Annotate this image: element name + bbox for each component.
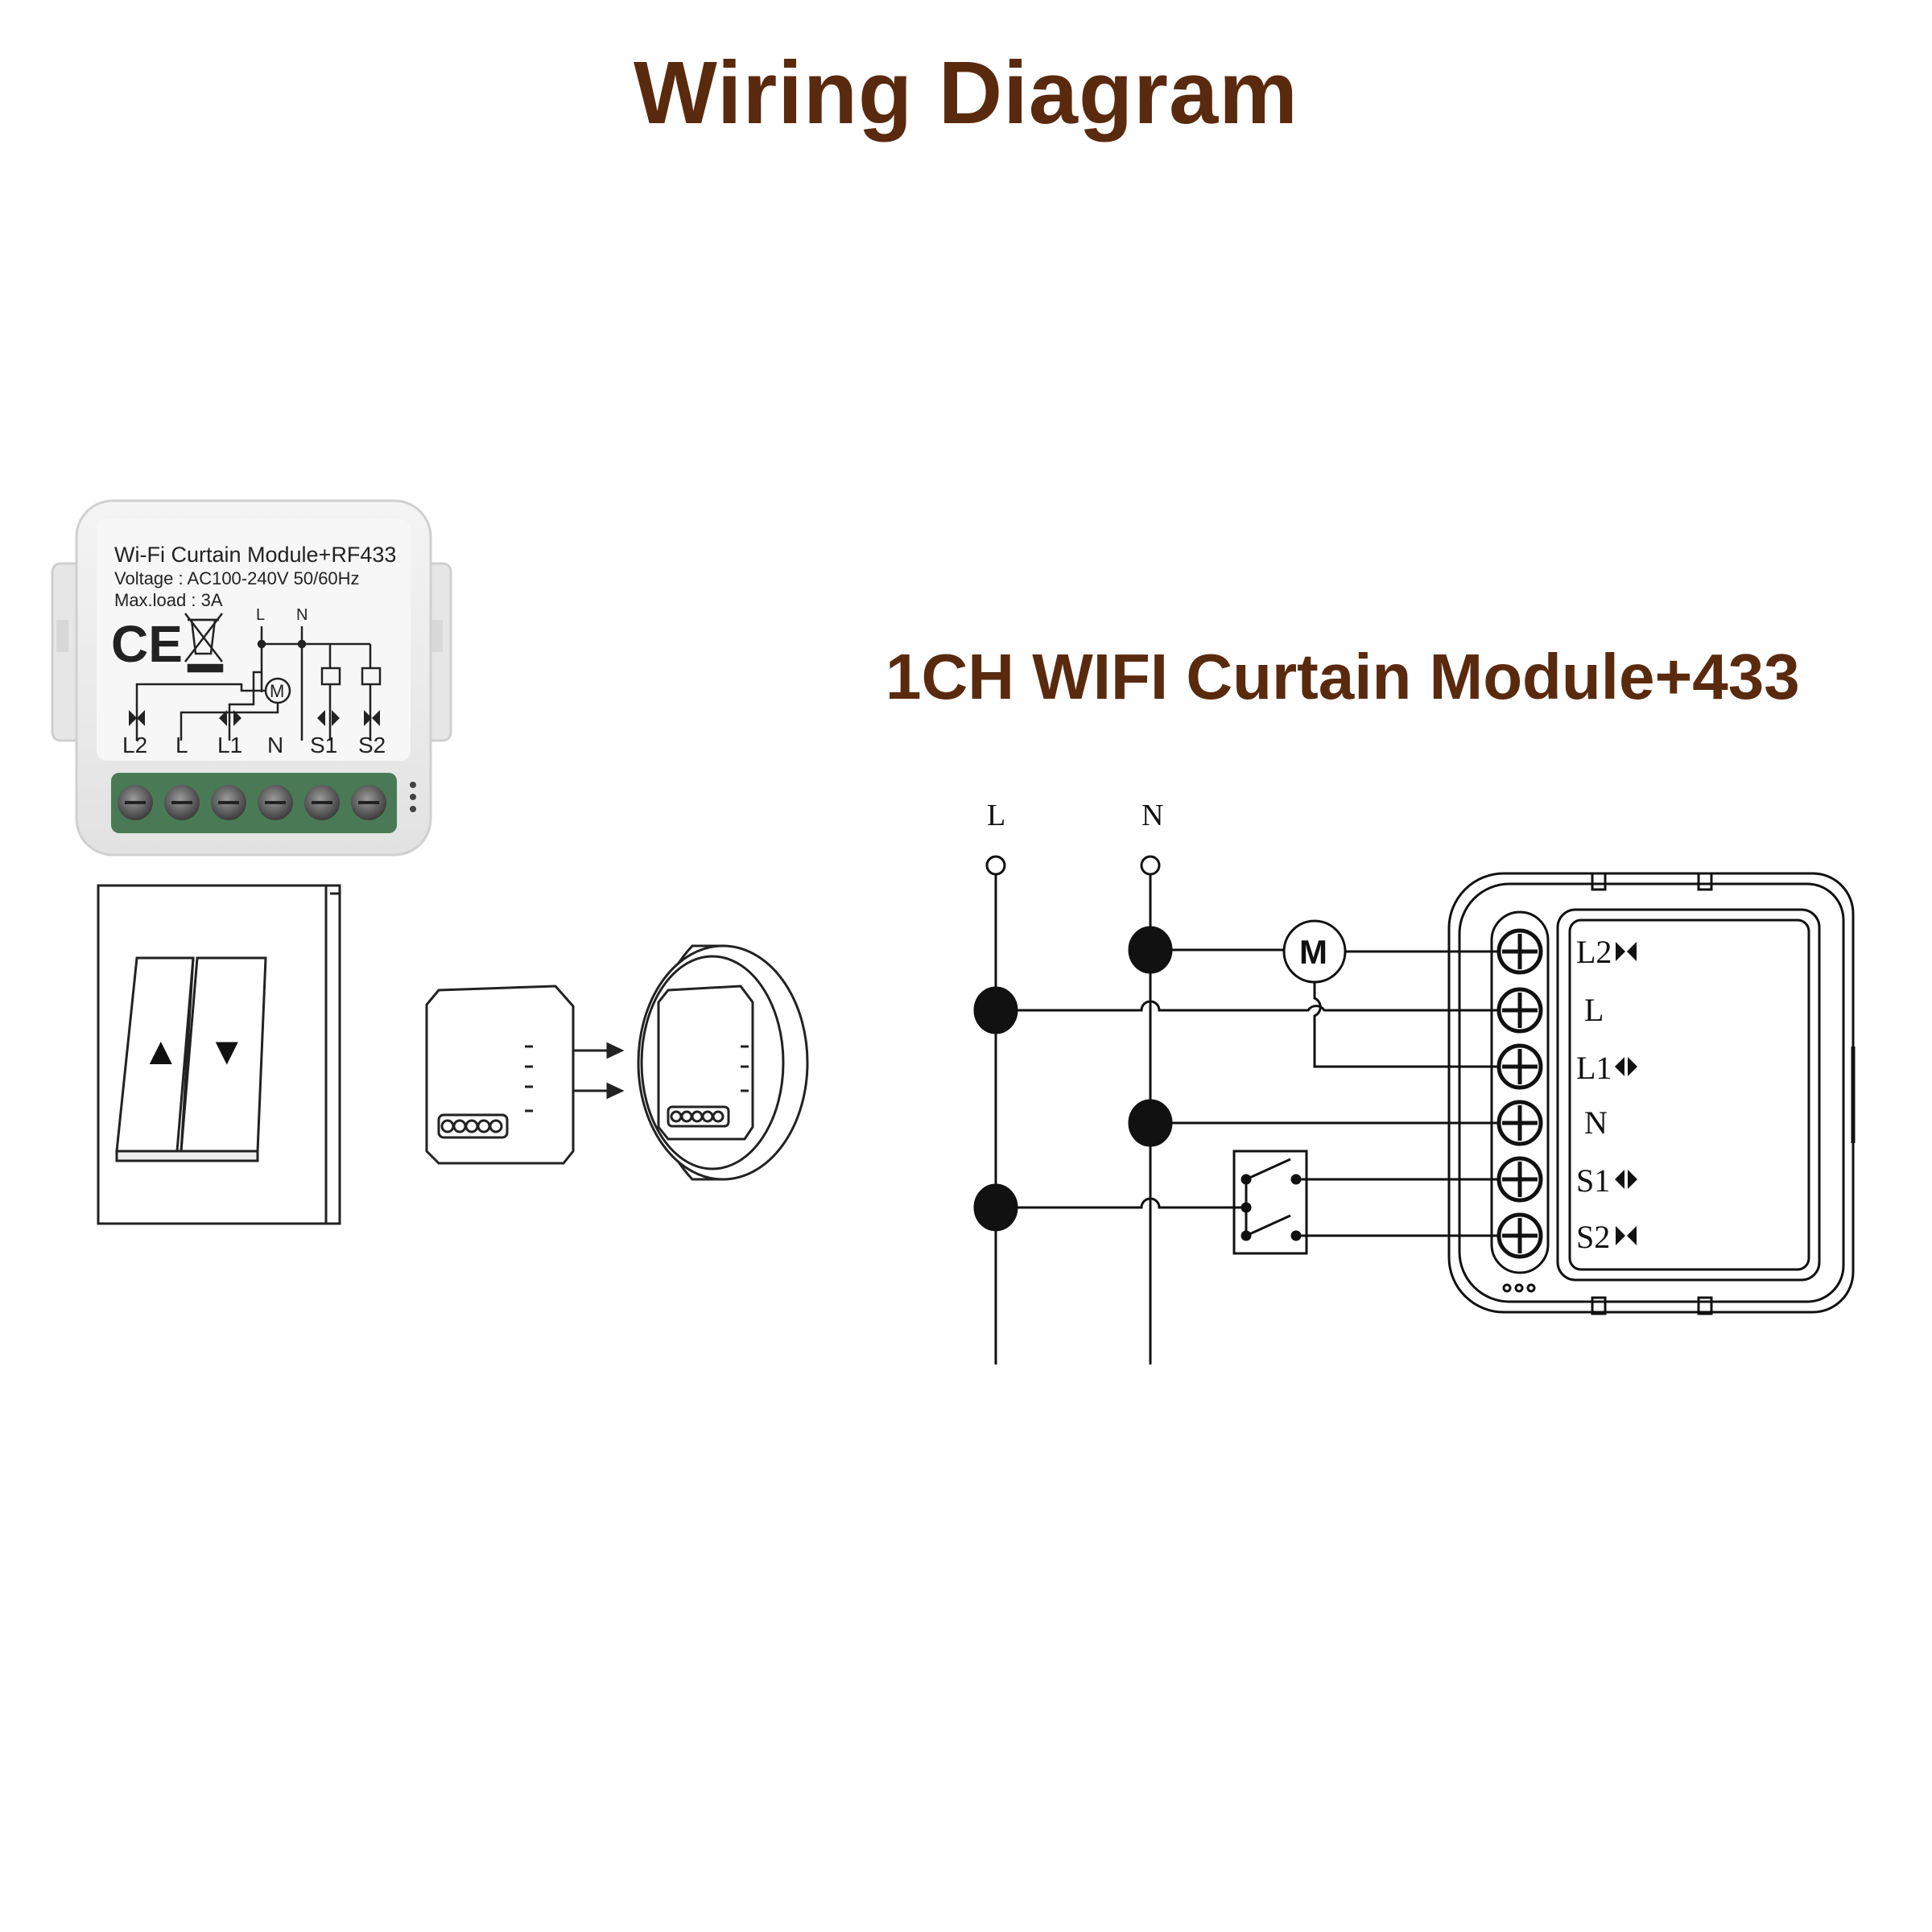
motor-label: M bbox=[1299, 933, 1327, 971]
terminal-label-l1: L1 bbox=[217, 733, 242, 758]
terminal-label-s2: S2 bbox=[358, 733, 386, 758]
terminal-direction-icons bbox=[129, 710, 380, 726]
terminal-label-l: L bbox=[175, 733, 188, 758]
weee-bin-icon bbox=[184, 613, 224, 673]
page-title: Wiring Diagram bbox=[634, 43, 1298, 142]
schematic-motor-icon: M bbox=[270, 681, 284, 701]
insert-arrows bbox=[573, 1042, 625, 1100]
wiring-direction-icons bbox=[1615, 942, 1637, 1245]
product-name: Wi-Fi Curtain Module+RF433 bbox=[114, 543, 396, 567]
module-terminals bbox=[1496, 928, 1543, 1259]
schematic-label-l: L bbox=[256, 606, 265, 624]
terminal-label-s1: S1 bbox=[310, 733, 337, 758]
wiring-terminal-n: N bbox=[1584, 1104, 1608, 1141]
module-drawing bbox=[1447, 872, 1856, 1315]
wiring-terminal-s1: S1 bbox=[1576, 1162, 1610, 1199]
diagram-subtitle: 1CH WIFI Curtain Module+433 bbox=[886, 641, 1800, 712]
double-switch bbox=[1232, 1150, 1308, 1255]
ce-mark: CE bbox=[111, 615, 183, 673]
product-module: Wi-Fi Curtain Module+RF433 Voltage : AC1… bbox=[51, 499, 452, 857]
module-outline bbox=[425, 985, 575, 1165]
wiring-terminal-l: L bbox=[1584, 992, 1604, 1028]
wiring-diagram: L N M bbox=[973, 799, 1856, 1364]
terminal-label-l2: L2 bbox=[122, 733, 147, 758]
wall-switch: ▲ ▼ bbox=[97, 884, 341, 1225]
wiring-terminal-l1: L1 bbox=[1576, 1050, 1612, 1086]
bus-label-n: N bbox=[1141, 799, 1163, 832]
terminal-label-n: N bbox=[267, 733, 283, 758]
wiring-terminal-l2: L2 bbox=[1576, 934, 1612, 970]
terminal-screws bbox=[118, 785, 386, 820]
product-voltage: Voltage : AC100-240V 50/60Hz bbox=[114, 568, 360, 588]
switch-up-icon: ▲ bbox=[142, 1030, 180, 1073]
product-schematic: L N M bbox=[135, 606, 382, 741]
bus-label-l: L bbox=[987, 799, 1005, 832]
wall-box bbox=[637, 944, 809, 1181]
product-max-load: Max.load : 3A bbox=[114, 590, 223, 610]
terminal-block bbox=[111, 773, 416, 833]
wiring-terminal-s2: S2 bbox=[1576, 1219, 1610, 1255]
switch-down-icon: ▼ bbox=[208, 1030, 246, 1073]
schematic-label-n: N bbox=[296, 606, 308, 624]
